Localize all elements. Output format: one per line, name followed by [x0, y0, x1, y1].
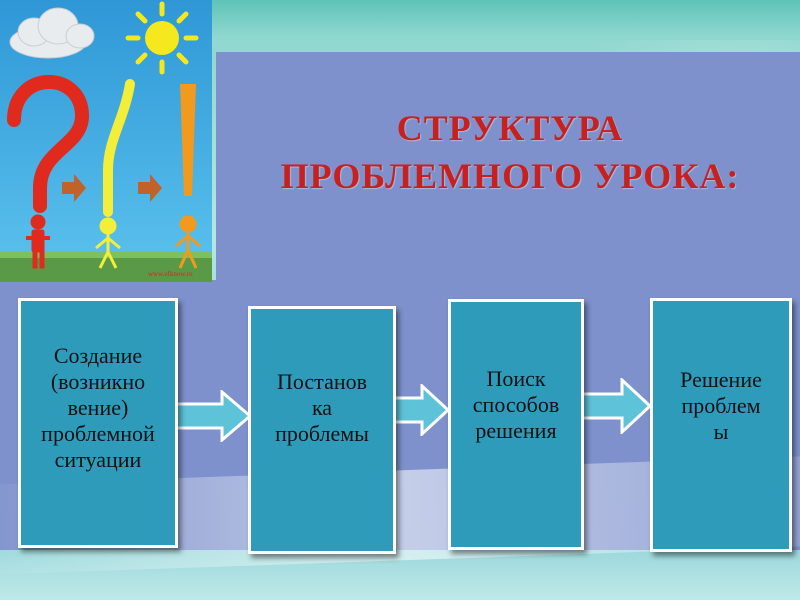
- title-line-1: СТРУКТУРА: [396, 108, 624, 148]
- arrow-icon: [62, 174, 162, 202]
- flow-arrow-3: [578, 378, 653, 434]
- red-person-icon: [26, 214, 50, 269]
- step-text: проблемной: [41, 421, 155, 446]
- question-mark-icon: [7, 75, 90, 213]
- exclamation-mark-icon: [180, 84, 196, 196]
- step-box-create-situation: Создание (возникно вение) проблемной сит…: [18, 298, 178, 548]
- step-box-solve-problem: Решение проблем ы: [650, 298, 792, 552]
- step-text: вение): [67, 395, 129, 420]
- step-text: ситуации: [54, 447, 142, 472]
- step-box-search-solutions: Поиск способов решения: [448, 299, 584, 550]
- flow-arrow-1: [170, 390, 253, 442]
- step-text: Создание: [53, 343, 143, 368]
- sun-icon: [125, 1, 199, 75]
- step-text: проблемы: [275, 421, 369, 446]
- step-text: проблем: [681, 393, 761, 418]
- step-text: Решение: [680, 367, 762, 392]
- step-text: Поиск: [486, 366, 546, 391]
- title-line-2: ПРОБЛЕМНОГО УРОКА:: [280, 156, 740, 196]
- step-text: способов: [472, 392, 560, 417]
- curved-line-icon: [103, 79, 135, 217]
- step-text: Постанов: [276, 369, 367, 394]
- step-text: ка: [311, 395, 333, 420]
- website-label: www.efknow.ru: [148, 270, 193, 278]
- orange-person-icon: [175, 215, 201, 269]
- step-box-pose-problem: Постанов ка проблемы: [248, 306, 396, 554]
- question-to-exclamation-illustration: www.efknow.ru: [0, 0, 212, 282]
- step-text: решения: [475, 418, 557, 443]
- step-text: ы: [713, 419, 729, 444]
- step-text: (возникно: [50, 369, 146, 394]
- flow-arrow-2: [390, 384, 451, 436]
- slide-title: СТРУКТУРА ПРОБЛЕМНОГО УРОКА:: [230, 104, 790, 200]
- cloud-icon: [9, 7, 95, 59]
- yellow-person-icon: [95, 217, 121, 269]
- ground: [0, 256, 212, 282]
